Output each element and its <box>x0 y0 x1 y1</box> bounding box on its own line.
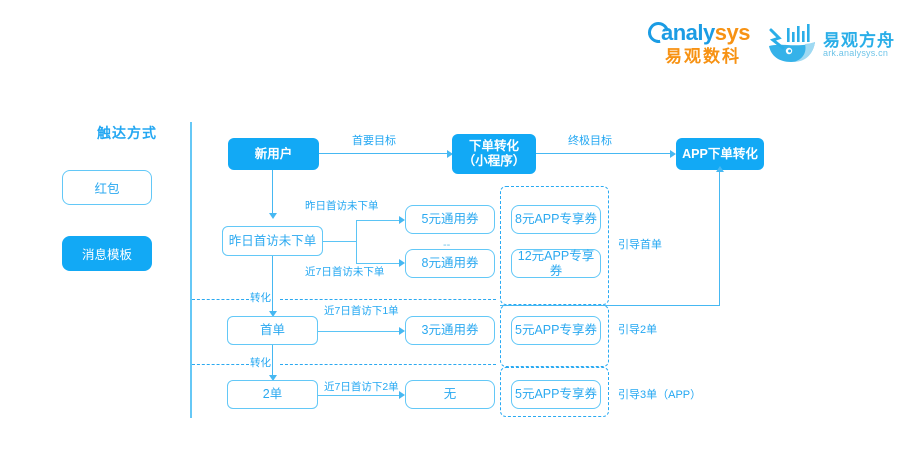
app-coupon-12-yuan-label: 12元APP专享券 <box>517 248 595 278</box>
edge-row2-to-row3 <box>272 345 274 378</box>
divider-row1-row2-left <box>192 299 249 300</box>
group-guide-first-order <box>500 186 609 305</box>
app-coupon-8-yuan-label: 8元APP专享券 <box>515 212 597 226</box>
edge-newuser-to-conv <box>319 153 448 155</box>
arrow-conv-to-app-icon <box>670 150 676 158</box>
coupon-5-yuan-general-label: 5元通用券 <box>421 212 479 226</box>
ark-chinese-name: 易观方舟 <box>823 31 895 50</box>
arrow-row1-to-row2-icon <box>269 311 277 317</box>
whale-icon <box>769 24 815 62</box>
coupon-none[interactable]: 无 <box>405 380 495 409</box>
arrow-row2-to-row3-icon <box>269 375 277 381</box>
node-second-order[interactable]: 2单 <box>227 380 318 409</box>
edge-label-row1-cond1: 昨日首访未下单 <box>305 200 379 212</box>
edge-groups-to-app-vertical <box>719 170 721 306</box>
analysys-chinese-name: 易观数科 <box>665 47 741 66</box>
edge-newuser-down <box>272 170 274 216</box>
analysys-wordmark: analysys <box>661 20 758 46</box>
edge-label-row1-cond2: 近7日首访未下单 <box>305 266 385 278</box>
edge-row1-to-row2 <box>272 256 274 314</box>
sidebar-item-hongbao-label: 红包 <box>94 182 120 196</box>
app-coupon-5-yuan-row3[interactable]: 5元APP专享券 <box>511 380 601 409</box>
edge-row1-branch-bottom <box>356 262 400 264</box>
arrow-newuser-down-icon <box>269 213 277 219</box>
coupon-8-yuan-general-label: 8元通用券 <box>421 256 479 270</box>
group-label-guide-second-order: 引导2单 <box>618 324 658 336</box>
sidebar-divider <box>190 122 192 418</box>
arrow-row2-to-coupon-icon <box>399 327 405 335</box>
node-first-order[interactable]: 首单 <box>227 316 318 345</box>
node-second-order-label: 2单 <box>262 387 283 401</box>
coupon-5-yuan-general[interactable]: 5元通用券 <box>405 205 495 234</box>
analysys-word-orange: sys <box>714 20 751 45</box>
edge-conv-to-app <box>536 153 671 155</box>
edge-row2-to-coupon <box>318 330 400 332</box>
app-coupon-12-yuan[interactable]: 12元APP专享券 <box>511 249 601 278</box>
edge-row3-to-coupon <box>318 394 400 396</box>
edge-label-primary-goal: 首要目标 <box>352 135 396 147</box>
node-yesterday-first-visit-no-order-label: 昨日首访未下单 <box>228 233 317 248</box>
app-coupon-5-yuan-row3-label: 5元APP专享券 <box>515 387 597 401</box>
edge-label-row2-cond: 近7日首访下1单 <box>324 305 399 317</box>
arrow-row3-to-coupon-icon <box>399 391 405 399</box>
divider-row1-row2-right <box>280 299 496 300</box>
node-new-user[interactable]: 新用户 <box>228 138 319 170</box>
node-new-user-label: 新用户 <box>254 146 293 161</box>
analysys-word-blue: analy <box>661 20 715 45</box>
edge-groups-to-app-horizontal <box>500 305 720 307</box>
divider-row2-row3-left <box>192 364 249 365</box>
ark-url: ark.analysys.cn <box>823 48 889 58</box>
node-order-conversion-miniprogram[interactable]: 下单转化 （小程序） <box>452 134 536 174</box>
node-yesterday-first-visit-no-order[interactable]: 昨日首访未下单 <box>222 226 323 256</box>
sidebar-item-hongbao[interactable]: 红包 <box>62 170 152 205</box>
coupon-3-yuan-general[interactable]: 3元通用券 <box>405 316 495 345</box>
app-coupon-5-yuan-row2-label: 5元APP专享券 <box>515 323 597 337</box>
edge-row1-fork <box>356 220 358 263</box>
analysys-logo: analysys 易观数科 <box>643 17 758 68</box>
sidebar-title: 触达方式 <box>97 125 157 141</box>
node-app-order-conversion[interactable]: APP下单转化 <box>676 138 764 170</box>
arrow-newuser-to-conv-icon <box>447 150 453 158</box>
coupon-8-yuan-general[interactable]: 8元通用券 <box>405 249 495 278</box>
divider-row2-row3-right <box>280 364 496 365</box>
group-label-guide-third-order: 引导3单（APP） <box>618 389 702 401</box>
edge-row1-branch-top <box>356 219 400 221</box>
node-order-conversion-label: 下单转化 （小程序） <box>462 139 526 168</box>
sidebar-item-message-template-label: 消息模板 <box>81 248 132 262</box>
sidebar-item-message-template[interactable]: 消息模板 <box>62 236 152 271</box>
ark-logo: 易观方舟 ark.analysys.cn <box>765 22 900 68</box>
divider-label-conversion-2: 转化 <box>250 357 271 369</box>
arrow-groups-to-app-icon <box>716 166 724 172</box>
node-app-order-conversion-label: APP下单转化 <box>682 146 758 161</box>
edge-label-row3-cond: 近7日首访下2单 <box>324 381 399 393</box>
coupon-3-yuan-general-label: 3元通用券 <box>421 323 479 337</box>
arrow-row1-branch-bottom-icon <box>399 259 405 267</box>
edge-label-ultimate-goal: 终极目标 <box>568 135 612 147</box>
app-coupon-8-yuan[interactable]: 8元APP专享券 <box>511 205 601 234</box>
group-guide-third-order <box>500 367 609 417</box>
coupon-none-label: 无 <box>443 387 457 401</box>
group-label-guide-first-order: 引导首单 <box>618 239 662 251</box>
app-coupon-5-yuan-row2[interactable]: 5元APP专享券 <box>511 316 601 345</box>
edge-row1-stem <box>323 240 357 242</box>
divider-label-conversion-1: 转化 <box>250 292 271 304</box>
arrow-row1-branch-top-icon <box>399 216 405 224</box>
coupon-separator-mark: -- <box>443 239 451 251</box>
node-first-order-label: 首单 <box>259 323 285 337</box>
